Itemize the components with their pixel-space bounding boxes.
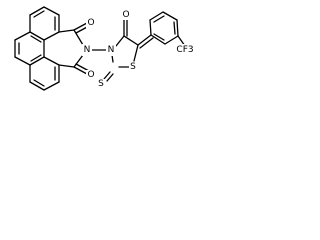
- svg-text:O: O: [122, 10, 129, 20]
- imide-ring: [58, 22, 90, 75]
- svg-text:S: S: [130, 62, 136, 72]
- svg-text:O: O: [87, 70, 94, 80]
- atom-label-o-upper: O: [86, 18, 95, 29]
- atom-label-n-ring: N: [106, 44, 116, 56]
- naphthalene-fused-rings: [29, 6, 60, 91]
- svg-text:CF3: CF3: [176, 45, 193, 55]
- benzylidene-linker: [137, 19, 154, 49]
- svg-text:O: O: [87, 18, 94, 28]
- atom-label-s-thione: S: [97, 79, 106, 90]
- phenyl-ring: [149, 11, 186, 47]
- atom-label-o-ketone: O: [121, 9, 130, 20]
- atom-label-o-lower: O: [86, 70, 95, 81]
- svg-text:N: N: [84, 45, 91, 55]
- chemical-structure-diagram: O N O O N S S CF3: [14, 6, 195, 91]
- atom-label-cf3: CF3: [175, 44, 195, 56]
- atom-label-s-ring: S: [129, 62, 138, 73]
- svg-text:N: N: [108, 45, 115, 55]
- svg-text:S: S: [98, 79, 104, 89]
- atom-label-n-imide: N: [82, 44, 92, 56]
- naphthalene-left-ring: [14, 31, 45, 66]
- thiazolidinone-ring: [103, 19, 139, 82]
